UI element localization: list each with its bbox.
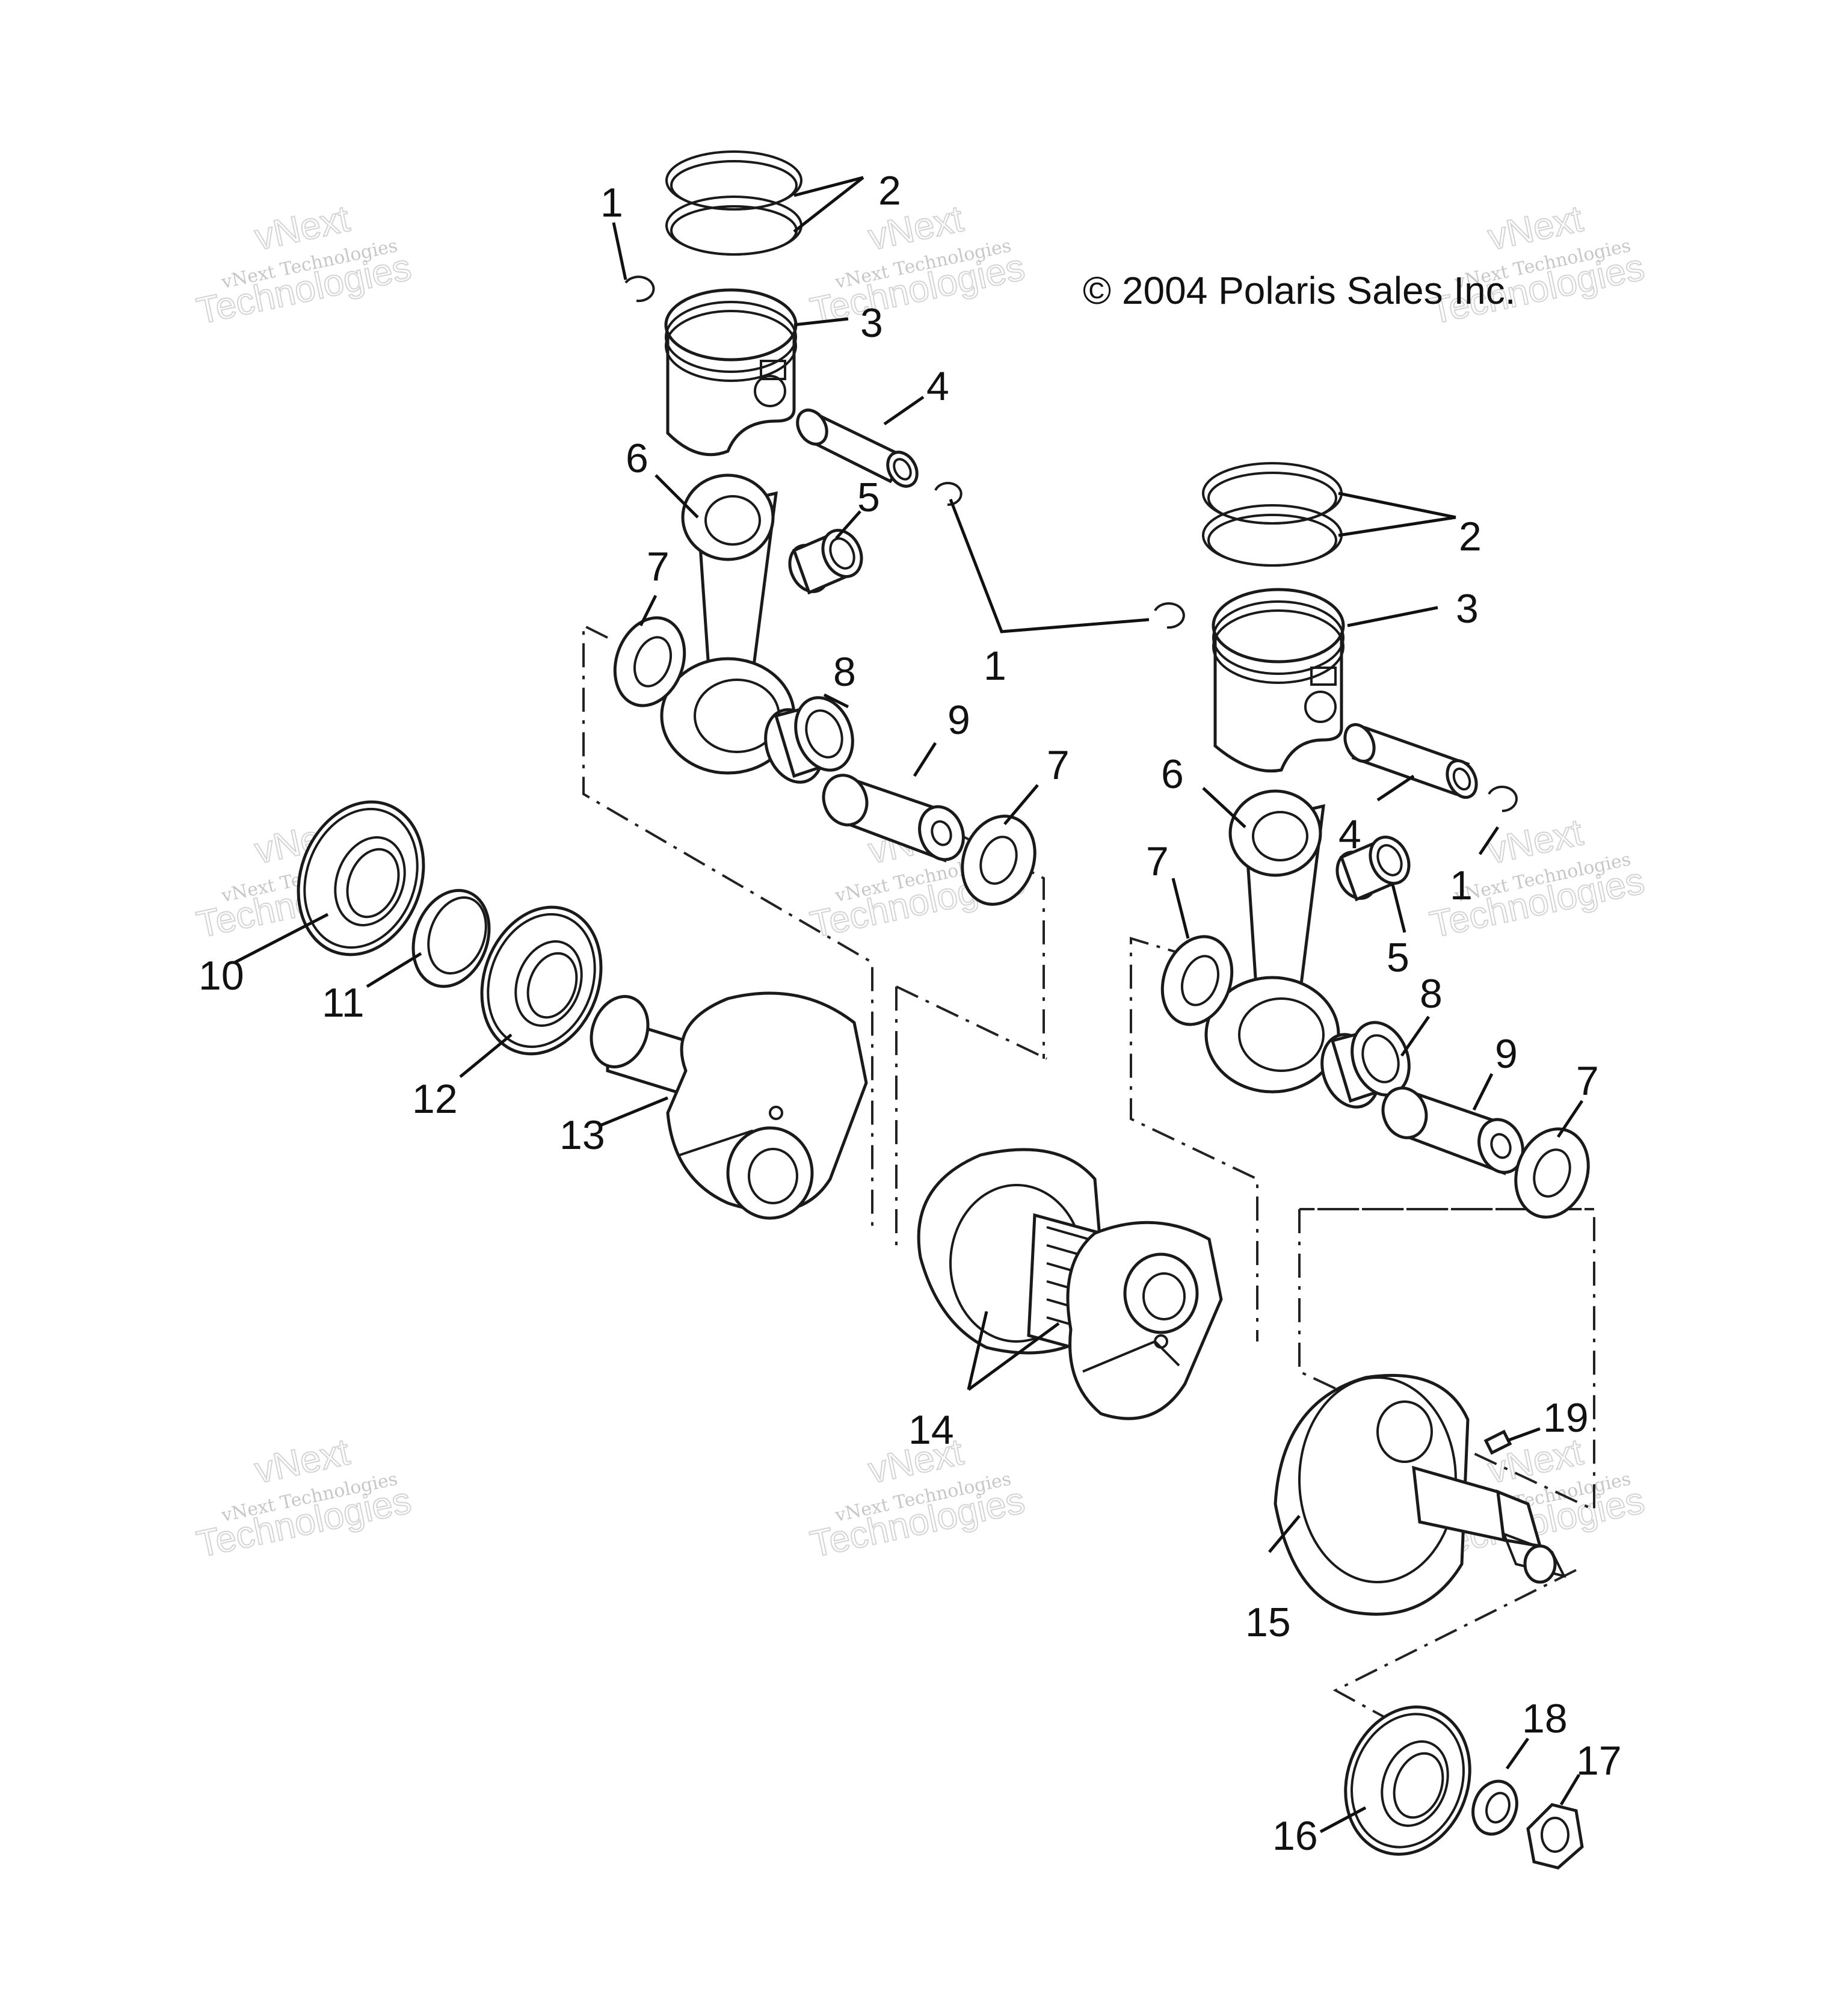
thrust-washer-upper-right xyxy=(961,815,1036,906)
callout-5: 5 xyxy=(857,475,880,520)
callout-4: 4 xyxy=(926,363,949,409)
woodruff-key xyxy=(1483,1429,1512,1455)
main-bearing-output xyxy=(1344,1705,1471,1856)
wrist-pin-lower xyxy=(1343,723,1478,799)
callout-6: 6 xyxy=(1161,751,1184,797)
callout-2: 2 xyxy=(878,168,901,214)
callout-5: 5 xyxy=(1387,935,1409,981)
watermark: vNext vNext Technologies Technologies xyxy=(806,197,1029,333)
crankshaft-center xyxy=(917,1148,1223,1420)
callout-12: 12 xyxy=(412,1076,458,1122)
callout-7: 7 xyxy=(647,544,670,590)
callout-7: 7 xyxy=(1146,839,1169,884)
thrust-washer-upper-left xyxy=(613,616,686,707)
small-end-bearing-upper xyxy=(788,529,863,595)
callout-1: 1 xyxy=(984,643,1006,689)
piston-lower xyxy=(1212,588,1345,773)
piston-upper xyxy=(664,288,798,457)
callout-13: 13 xyxy=(559,1112,605,1158)
watermark: vNext vNext Technologies Technologies xyxy=(1426,811,1648,946)
callout-3: 3 xyxy=(1456,586,1479,632)
piston-rings-upper xyxy=(665,150,802,256)
callout-1: 1 xyxy=(600,180,623,226)
callout-8: 8 xyxy=(833,649,856,695)
big-end-bearing-lower xyxy=(1320,1021,1411,1109)
callout-4: 4 xyxy=(1338,812,1361,857)
watermark: vNext vNext Technologies Technologies xyxy=(192,197,415,333)
callout-14: 14 xyxy=(908,1407,954,1453)
spacer-ring xyxy=(411,889,491,988)
callout-6: 6 xyxy=(626,436,648,481)
callout-7: 7 xyxy=(1576,1058,1599,1104)
circlip-upper-left xyxy=(624,276,655,303)
callout-9: 9 xyxy=(1495,1031,1518,1077)
main-bearing-inner-left xyxy=(480,905,603,1056)
circlip-middle xyxy=(1154,602,1185,629)
main-bearing-outer-left xyxy=(297,800,425,956)
callout-19: 19 xyxy=(1543,1395,1589,1441)
callout-8: 8 xyxy=(1420,971,1443,1017)
callout-18: 18 xyxy=(1522,1696,1568,1742)
callout-16: 16 xyxy=(1272,1813,1318,1859)
circlip-upper-right xyxy=(934,482,962,507)
small-end-bearing-lower xyxy=(1335,836,1411,902)
lock-washer xyxy=(1471,1779,1518,1836)
big-end-bearing-upper xyxy=(764,696,854,784)
wrist-pin-upper xyxy=(796,408,919,488)
callout-9: 9 xyxy=(947,697,970,743)
circlip-lower xyxy=(1488,786,1518,812)
callout-11: 11 xyxy=(322,980,365,1026)
crankshaft-half-right xyxy=(1274,1373,1566,1616)
crank-pin-upper xyxy=(822,774,965,863)
callout-1: 1 xyxy=(1450,863,1473,908)
crank-pin-lower xyxy=(1381,1086,1524,1175)
copyright-notice: © 2004 Polaris Sales Inc. xyxy=(1083,269,1516,312)
crankshaft-half-left xyxy=(590,991,868,1220)
callout-7: 7 xyxy=(1047,742,1070,788)
callout-2: 2 xyxy=(1459,514,1482,559)
callout-3: 3 xyxy=(860,300,883,346)
thrust-washer-lower-left xyxy=(1160,935,1234,1026)
connecting-rod-lower xyxy=(1204,789,1340,1094)
hex-nut xyxy=(1526,1803,1584,1870)
leader-lines xyxy=(233,176,1584,1834)
callout-17: 17 xyxy=(1576,1738,1622,1784)
callout-10: 10 xyxy=(199,953,244,999)
piston-rings-lower xyxy=(1202,462,1343,567)
callout-15: 15 xyxy=(1245,1600,1291,1645)
watermark: vNext vNext Technologies Technologies xyxy=(192,1431,415,1566)
thrust-washer-lower-right xyxy=(1514,1127,1590,1219)
callout-numbers: 1 2 3 4 6 5 7 8 1 9 7 2 3 6 4 1 7 5 8 9 … xyxy=(199,168,1622,1859)
